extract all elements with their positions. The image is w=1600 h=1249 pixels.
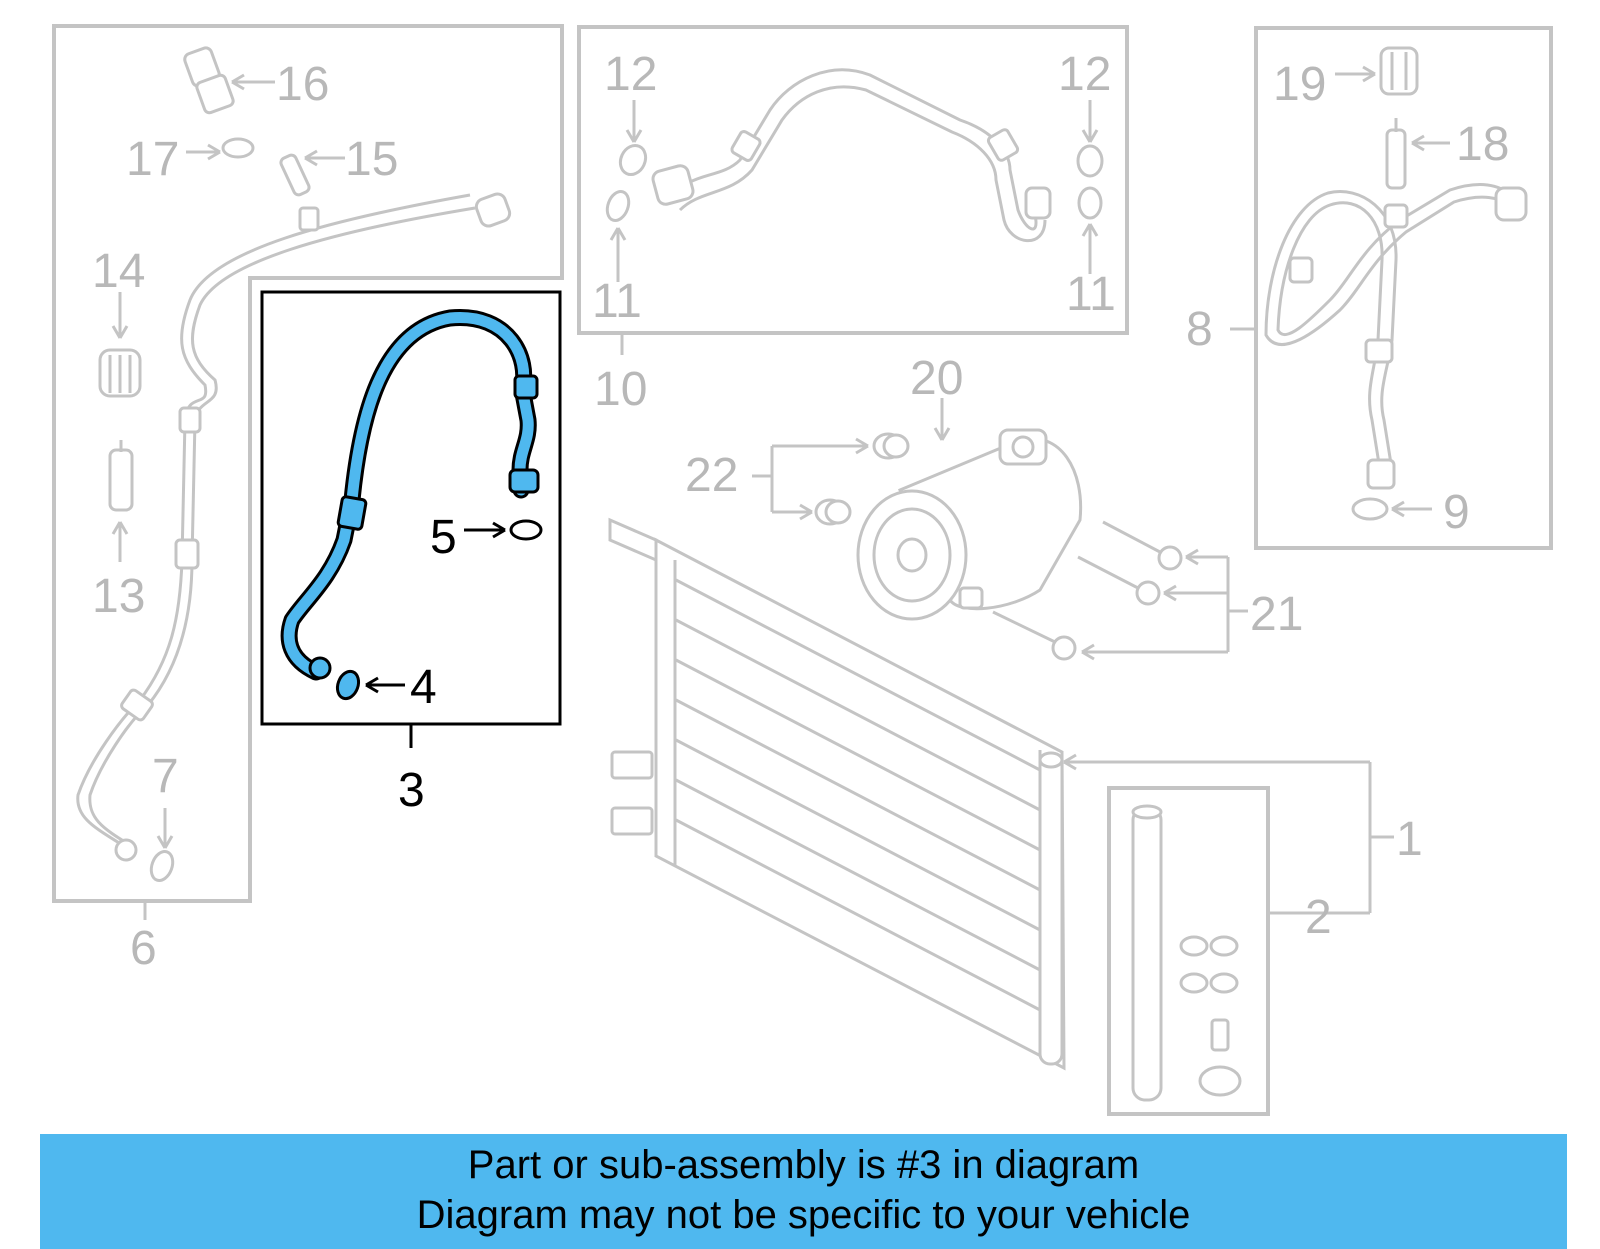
valve-13-part[interactable] xyxy=(108,440,134,512)
o-ring-5-part[interactable] xyxy=(509,519,543,541)
callout-6: 6 xyxy=(130,922,157,975)
o-ring-9-part[interactable] xyxy=(1351,497,1389,521)
condenser-1-part[interactable] xyxy=(608,517,1066,1071)
drier-plug-part[interactable] xyxy=(1198,1018,1242,1097)
group-box-6 xyxy=(52,24,564,903)
valve-18-part[interactable] xyxy=(1385,118,1407,190)
callout-11-right: 11 xyxy=(1066,268,1116,321)
cap-14-part[interactable] xyxy=(98,348,142,398)
callout-1: 1 xyxy=(1396,813,1423,866)
callout-12-left: 12 xyxy=(604,48,657,101)
callout-7: 7 xyxy=(152,750,179,803)
o-ring-set-part[interactable] xyxy=(1179,935,1239,994)
callout-21: 21 xyxy=(1250,588,1303,641)
callout-3: 3 xyxy=(398,764,425,817)
o-ring-12-left-part[interactable] xyxy=(616,141,650,178)
banner-line-1: Part or sub-assembly is #3 in diagram xyxy=(467,1143,1140,1187)
pressure-sensor-part[interactable] xyxy=(183,46,235,115)
callout-13: 13 xyxy=(92,570,145,623)
o-ring-12-right-part[interactable] xyxy=(1076,144,1104,178)
bushing-22-lower-part[interactable] xyxy=(814,498,852,526)
callout-2: 2 xyxy=(1305,891,1332,944)
o-ring-11-right-part[interactable] xyxy=(1077,186,1103,220)
callout-10: 10 xyxy=(594,363,647,416)
bolt-21-middle-part[interactable] xyxy=(1077,555,1161,606)
o-ring-17-part[interactable] xyxy=(221,137,255,159)
callout-17: 17 xyxy=(126,133,179,186)
callout-4: 4 xyxy=(410,661,437,714)
o-ring-4-part[interactable] xyxy=(334,668,362,701)
valve-core-15-part[interactable] xyxy=(279,153,311,197)
callout-16: 16 xyxy=(276,58,329,111)
callout-22: 22 xyxy=(685,449,738,502)
cap-19-part[interactable] xyxy=(1379,46,1419,96)
ac-line-10-part[interactable] xyxy=(668,68,1047,243)
callout-18: 18 xyxy=(1456,118,1509,171)
callout-5: 5 xyxy=(430,511,457,564)
callout-9: 9 xyxy=(1443,486,1470,539)
ac-hose-3-part[interactable] xyxy=(280,309,540,681)
callout-20: 20 xyxy=(910,352,963,405)
callout-15: 15 xyxy=(345,133,398,186)
group-box-2 xyxy=(1107,786,1270,1116)
callout-8: 8 xyxy=(1186,303,1213,356)
callout-14: 14 xyxy=(92,245,145,298)
o-ring-7-part[interactable] xyxy=(147,848,176,883)
group-box-10 xyxy=(577,25,1129,335)
drier-cartridge-part[interactable] xyxy=(1131,804,1163,1102)
callout-12-right: 12 xyxy=(1058,48,1111,101)
callout-19: 19 xyxy=(1273,58,1326,111)
info-banner: Part or sub-assembly is #3 in diagram Di… xyxy=(40,1134,1567,1249)
group-box-8 xyxy=(1254,26,1553,550)
bolt-21-top-part[interactable] xyxy=(1102,520,1183,571)
compressor-20-part[interactable] xyxy=(856,428,1083,621)
bushing-22-upper-part[interactable] xyxy=(872,432,910,460)
banner-line-2: Diagram may not be specific to your vehi… xyxy=(416,1193,1191,1237)
bolt-21-bottom-part[interactable] xyxy=(992,610,1077,661)
callout-11-left: 11 xyxy=(592,275,642,328)
o-ring-11-left-part[interactable] xyxy=(603,188,632,223)
